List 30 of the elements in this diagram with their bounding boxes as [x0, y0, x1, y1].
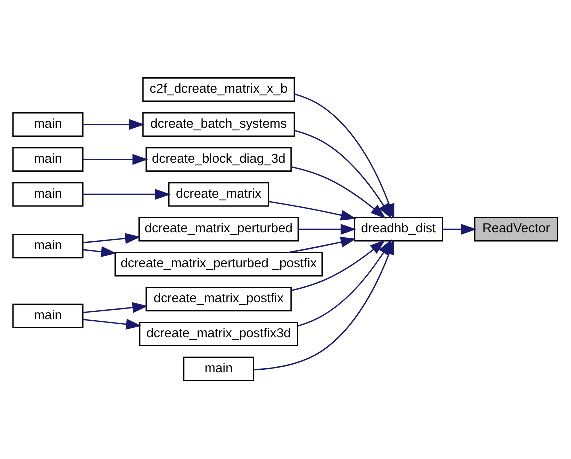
node-box: main [12, 182, 84, 207]
node-box: dcreate_matrix_perturbed [138, 217, 300, 242]
node-box: c2f_dcreate_matrix_x_b [142, 78, 296, 102]
node-box: dcreate_matrix [168, 182, 270, 207]
arrow [83, 233, 141, 244]
node-box: main [12, 234, 84, 259]
arrow [83, 154, 148, 166]
arrow [294, 130, 392, 220]
node-box: main [12, 147, 84, 172]
arrow [83, 302, 148, 314]
arrow [442, 224, 477, 235]
arrow [288, 237, 357, 254]
arrow [298, 224, 356, 235]
node-box: main [12, 304, 84, 328]
arrow [292, 240, 386, 292]
arrow [84, 189, 171, 200]
node-box: ReadVector [474, 217, 558, 242]
arrow [269, 201, 357, 221]
node-box: dreadhb_dist [354, 217, 444, 242]
node-box: dcreate_matrix_postfix3d [139, 322, 298, 347]
node-box: main [183, 356, 254, 382]
arrow [83, 246, 117, 258]
node-box: dcreate_matrix_postfix [146, 287, 292, 312]
arrow [292, 166, 386, 219]
node-box: dcreate_batch_systems [142, 112, 296, 138]
node-box: main [12, 112, 84, 138]
arrow [83, 119, 145, 130]
node-box: dcreate_block_diag_3d [146, 147, 292, 172]
node-box: dcreate_matrix_perturbed _postfix [114, 252, 323, 277]
arrow [83, 319, 142, 330]
